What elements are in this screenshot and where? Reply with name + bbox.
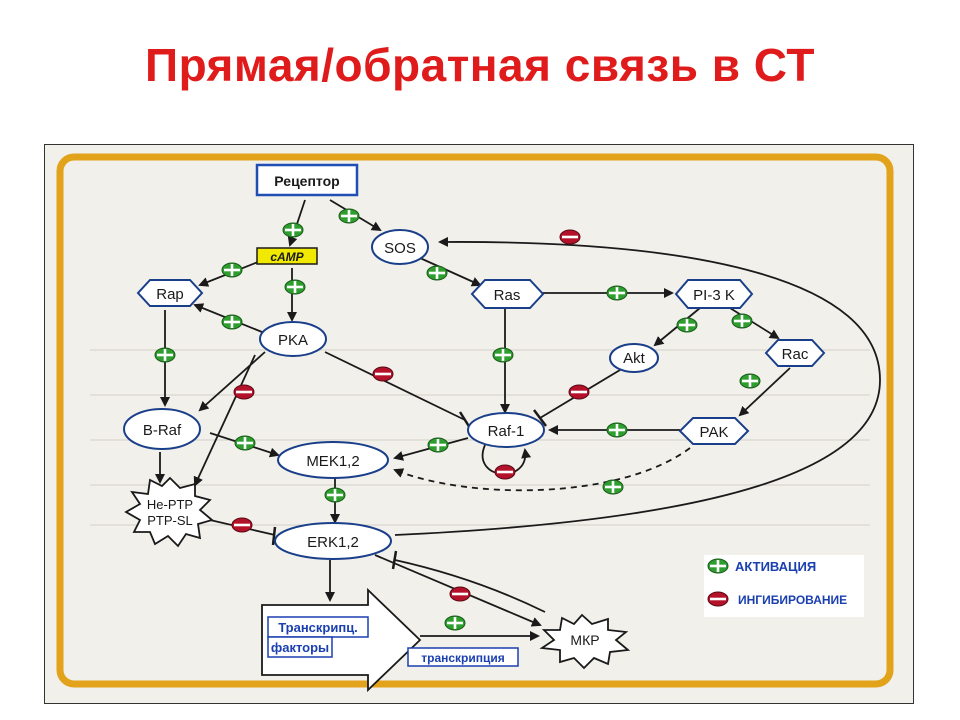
activation-mark: [606, 422, 628, 438]
activation-mark: [234, 435, 256, 451]
transcription-label: транскрипция: [421, 651, 505, 665]
transcription-factors-label-2: факторы: [271, 640, 329, 655]
pka-label: PKA: [278, 332, 308, 349]
raf1-node: Raf-1: [467, 412, 545, 448]
legend-activation-label: АКТИВАЦИЯ: [735, 559, 816, 574]
camp-label: cAMP: [270, 250, 304, 264]
edge-pak-mek: [393, 447, 691, 492]
mkp-label: МКР: [570, 632, 599, 648]
activation-marks: [154, 208, 761, 631]
legend: АКТИВАЦИЯ ИНГИБИРОВАНИЕ: [704, 555, 864, 617]
activation-mark: [676, 317, 698, 333]
akt-label: Akt: [623, 350, 646, 367]
nodes: Рецептор cAMP SOS Rap Ras PI-3 K: [123, 163, 826, 693]
transcription-factors-label-1: Транскрипц.: [278, 620, 358, 635]
page-title: Прямая/обратная связь в СТ: [145, 39, 815, 91]
edge-pka-heptp: [193, 354, 256, 487]
inhibition-mark: [494, 464, 516, 480]
activation-mark: [492, 347, 514, 363]
transcription-factors-node: Транскрипц. факторы: [261, 587, 422, 693]
pi3k-label: PI-3 K: [693, 287, 735, 304]
edge-pka-braf: [198, 351, 266, 412]
activation-mark: [427, 437, 449, 453]
edges: [155, 199, 881, 641]
ras-label: Ras: [494, 287, 521, 304]
erk-label: ERK1,2: [307, 534, 359, 551]
ptpsl-label: PTP-SL: [147, 513, 193, 528]
sos-label: SOS: [384, 240, 416, 257]
edge-sos-ras: [419, 257, 482, 287]
pi3k-node: PI-3 K: [674, 279, 754, 309]
activation-mark: [731, 313, 753, 329]
rap-node: Rap: [136, 279, 204, 307]
edge-receptor-camp: [287, 199, 306, 247]
mkp-node: МКР: [539, 613, 631, 670]
pka-node: PKA: [259, 321, 327, 357]
mek-node: MEK1,2: [277, 441, 389, 479]
diagram-frame: [56, 153, 894, 688]
activation-mark: [606, 285, 628, 301]
edge-pi3k-rac: [729, 307, 780, 340]
pak-label: PAK: [700, 424, 729, 441]
activation-mark: [221, 314, 243, 330]
receptor-node: Рецептор: [255, 163, 359, 197]
braf-label: B-Raf: [143, 422, 182, 439]
activation-mark: [221, 262, 243, 278]
activation-mark: [154, 347, 176, 363]
sos-node: SOS: [371, 229, 429, 265]
akt-node: Akt: [609, 343, 659, 373]
edge-rac-pak: [738, 367, 791, 417]
inhibition-mark: [568, 384, 590, 400]
activation-mark: [739, 373, 761, 389]
ras-node: Ras: [470, 279, 545, 309]
transcription-label-box: транскрипция: [407, 647, 519, 667]
braf-node: B-Raf: [123, 408, 201, 450]
heptp-label: He-PTP: [147, 497, 193, 512]
legend-activation-icon: [707, 558, 729, 574]
activation-mark: [282, 222, 304, 238]
edge-erk-sos-feedback: [394, 236, 881, 536]
activation-mark: [602, 479, 624, 495]
erk-node: ERK1,2: [274, 522, 392, 560]
raf1-label: Raf-1: [488, 423, 525, 440]
activation-mark: [338, 208, 360, 224]
heptp-node: He-PTP PTP-SL: [124, 476, 214, 548]
activation-mark: [284, 279, 306, 295]
edge-pka-raf1: [324, 351, 466, 421]
inhibition-mark: [449, 586, 471, 602]
legend-inhibition-icon: [707, 591, 729, 607]
inhibition-mark: [372, 366, 394, 382]
activation-mark: [444, 615, 466, 631]
edge-mkp-erk: [394, 559, 546, 613]
mek-label: MEK1,2: [306, 453, 359, 470]
rac-node: Rac: [764, 339, 826, 367]
pak-node: PAK: [678, 417, 750, 445]
inhibition-mark: [233, 384, 255, 400]
rap-label: Rap: [156, 286, 184, 303]
rac-label: Rac: [782, 346, 809, 363]
activation-mark: [324, 487, 346, 503]
camp-node: cAMP: [256, 247, 318, 265]
legend-inhibition-label: ИНГИБИРОВАНИЕ: [738, 593, 847, 607]
receptor-label: Рецептор: [274, 173, 339, 189]
inhibition-mark: [231, 517, 253, 533]
inhibition-mark: [559, 229, 581, 245]
activation-mark: [426, 265, 448, 281]
